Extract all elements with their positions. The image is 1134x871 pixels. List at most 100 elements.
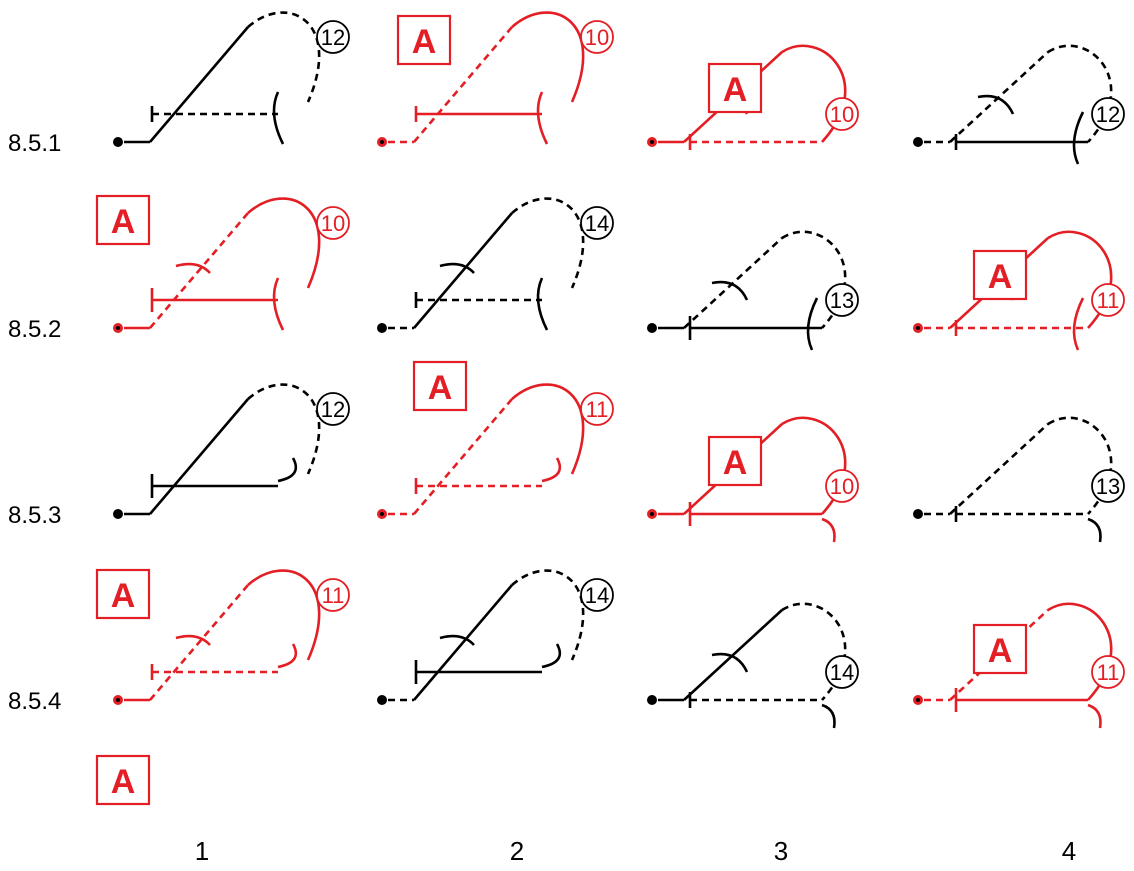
- loop-line: [247, 11, 321, 103]
- diagonal-line: [149, 584, 249, 701]
- track-symbol-3-1: 12: [113, 383, 350, 519]
- diagonal-line: [413, 584, 513, 701]
- a-box-label: A: [988, 632, 1013, 670]
- a-box-frame: [972, 623, 1028, 675]
- number-label: 12: [321, 25, 345, 50]
- start-dot-center: [916, 698, 920, 702]
- track-symbol-4-2: 14: [377, 569, 614, 705]
- number-circle: [825, 283, 859, 317]
- row-label: 8.5.4: [8, 688, 61, 715]
- diagonal-line: [149, 398, 249, 515]
- diagonal-line: [683, 609, 783, 701]
- number-circle: [1091, 655, 1125, 689]
- number-circle: [1091, 97, 1125, 131]
- arc-mark: [821, 703, 836, 729]
- start-dot: [113, 137, 123, 147]
- start-dot: [913, 509, 923, 519]
- a-box: A: [412, 360, 468, 412]
- number-label: 12: [1096, 102, 1120, 127]
- number-label: 14: [585, 583, 609, 608]
- arc-mark: [439, 634, 475, 646]
- number-circle: [580, 206, 614, 240]
- a-box: A: [972, 249, 1028, 301]
- number-label: 11: [586, 397, 609, 422]
- start-dot: [647, 323, 657, 333]
- arc-mark: [806, 297, 819, 351]
- column-label: 3: [774, 836, 788, 866]
- arc-mark: [272, 91, 285, 145]
- a-box: A: [396, 14, 452, 66]
- number-label: 10: [830, 102, 854, 127]
- start-dot-center: [650, 140, 654, 144]
- a-box-label: A: [111, 763, 136, 801]
- arc-mark: [439, 262, 475, 274]
- diagonal-line: [149, 212, 249, 329]
- a-box: A: [972, 623, 1028, 675]
- track-symbol-4-1: 11: [113, 569, 350, 705]
- a-box: A: [95, 754, 151, 806]
- a-box-frame: [707, 62, 763, 114]
- number-circle: [1091, 469, 1125, 503]
- row-label: 8.5.3: [8, 502, 61, 529]
- number-label: 11: [1097, 660, 1120, 685]
- column-label: 1: [195, 836, 209, 866]
- start-dot: [377, 323, 387, 333]
- diagonal-line: [413, 212, 513, 329]
- a-box-label: A: [111, 577, 136, 615]
- a-box-frame: [95, 194, 151, 246]
- diagonal-line: [949, 51, 1049, 143]
- diagonal-line: [149, 26, 249, 143]
- number-label: 10: [830, 474, 854, 499]
- track-symbol-3-3: 10: [647, 416, 859, 543]
- a-box-frame: [95, 568, 151, 620]
- start-dot: [377, 695, 387, 705]
- a-box-label: A: [723, 71, 748, 109]
- number-label: 13: [830, 288, 854, 313]
- start-dot: [913, 137, 923, 147]
- arc-mark: [711, 280, 749, 301]
- a-box-label: A: [412, 23, 437, 61]
- arc-mark: [821, 517, 836, 543]
- a-box: A: [707, 435, 763, 487]
- number-label: 10: [585, 25, 609, 50]
- a-box-frame: [972, 249, 1028, 301]
- column-label: 2: [510, 836, 524, 866]
- track-symbol-2-2: 14: [377, 197, 614, 333]
- number-circle: [825, 469, 859, 503]
- diagonal-line: [949, 423, 1049, 515]
- number-label: 14: [830, 660, 854, 685]
- number-circle: [825, 655, 859, 689]
- arc-mark: [1072, 111, 1085, 165]
- row-label: 8.5.1: [8, 130, 61, 157]
- number-label: 12: [321, 397, 345, 422]
- a-box: A: [707, 62, 763, 114]
- a-box: A: [95, 568, 151, 620]
- arc-mark: [541, 457, 562, 483]
- track-symbol-2-1: 10: [113, 197, 350, 333]
- arc-mark: [977, 94, 1015, 115]
- arc-mark: [1087, 703, 1102, 729]
- diagonal-line: [413, 26, 513, 143]
- arc-mark: [541, 643, 562, 669]
- track-symbol-3-4: 13: [913, 416, 1125, 543]
- start-dot-center: [916, 326, 920, 330]
- start-dot-center: [116, 326, 120, 330]
- row-label: 8.5.2: [8, 316, 61, 343]
- a-box-label: A: [111, 203, 136, 241]
- start-dot: [647, 695, 657, 705]
- number-circle: [316, 392, 350, 426]
- number-circle: [316, 206, 350, 240]
- number-circle: [580, 20, 614, 54]
- number-label: 10: [321, 211, 345, 236]
- a-box-frame: [95, 754, 151, 806]
- loop-line: [511, 197, 585, 289]
- loop-line: [511, 569, 585, 661]
- arc-mark: [536, 277, 549, 331]
- track-symbol-1-2: 10: [377, 11, 614, 147]
- a-box-frame: [396, 14, 452, 66]
- a-box-frame: [412, 360, 468, 412]
- a-box-label: A: [428, 369, 453, 407]
- number-label: 13: [1096, 474, 1120, 499]
- number-circle: [316, 578, 350, 612]
